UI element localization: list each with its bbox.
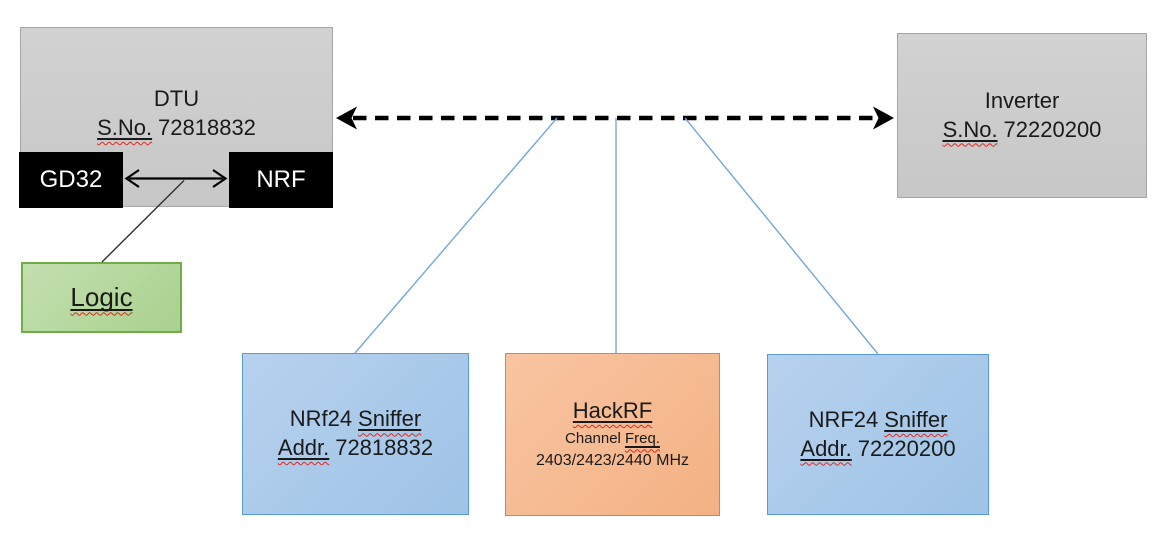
nrf-label: NRF bbox=[256, 166, 306, 193]
dtu-serial-number: 72818832 bbox=[158, 115, 256, 140]
hackrf-channel-word: Channel bbox=[565, 429, 621, 447]
sniffer-right-connector bbox=[684, 117, 879, 355]
nrf-chip: NRF bbox=[229, 152, 333, 208]
sniffer-right-addr-label: Addr. bbox=[800, 435, 852, 461]
sniffer-left-address: 72818832 bbox=[335, 435, 434, 460]
logic-label: Logic bbox=[70, 281, 133, 312]
hackrf-frequencies: 2403/2423/2440 MHz bbox=[536, 452, 689, 470]
dtu-serial-label: S.No. bbox=[97, 115, 153, 140]
sniffer-left-model: NRf24 bbox=[289, 406, 353, 432]
inverter-box: Inverter S.No.72220200 bbox=[897, 33, 1147, 198]
sniffer-right-addr-line: Addr.72220200 bbox=[800, 435, 955, 464]
sniffer-right-word: Sniffer bbox=[884, 406, 948, 432]
sniffer-left-addr-line: Addr.72818832 bbox=[278, 434, 433, 463]
dashed-link-arrowhead-left bbox=[336, 106, 357, 130]
sniffer-left-addr-label: Addr. bbox=[277, 435, 330, 460]
inverter-title: Inverter bbox=[984, 87, 1060, 113]
hackrf-title: HackRF bbox=[572, 398, 653, 424]
gd32-label: GD32 bbox=[39, 166, 103, 193]
dashed-link-arrowhead-right bbox=[873, 106, 894, 130]
hackrf-freq-word: Freq. bbox=[624, 429, 660, 447]
hackrf-title-line: HackRF bbox=[573, 397, 652, 426]
sniffer-left-word: Sniffer bbox=[358, 406, 422, 432]
gd32-chip: GD32 bbox=[19, 152, 123, 208]
sniffer-right-model: NRF24 bbox=[808, 406, 879, 432]
inverter-serial-number: 72220200 bbox=[1003, 116, 1102, 142]
dtu-serial-line: S.No.72818832 bbox=[97, 114, 256, 143]
sniffer-right-address: 72220200 bbox=[857, 435, 956, 461]
sniffer-left-connector bbox=[354, 117, 558, 354]
logic-box: Logic bbox=[21, 262, 182, 333]
dtu-title: DTU bbox=[153, 86, 200, 112]
inverter-serial-line: S.No.72220200 bbox=[943, 116, 1102, 145]
inverter-serial-label: S.No. bbox=[942, 116, 998, 142]
